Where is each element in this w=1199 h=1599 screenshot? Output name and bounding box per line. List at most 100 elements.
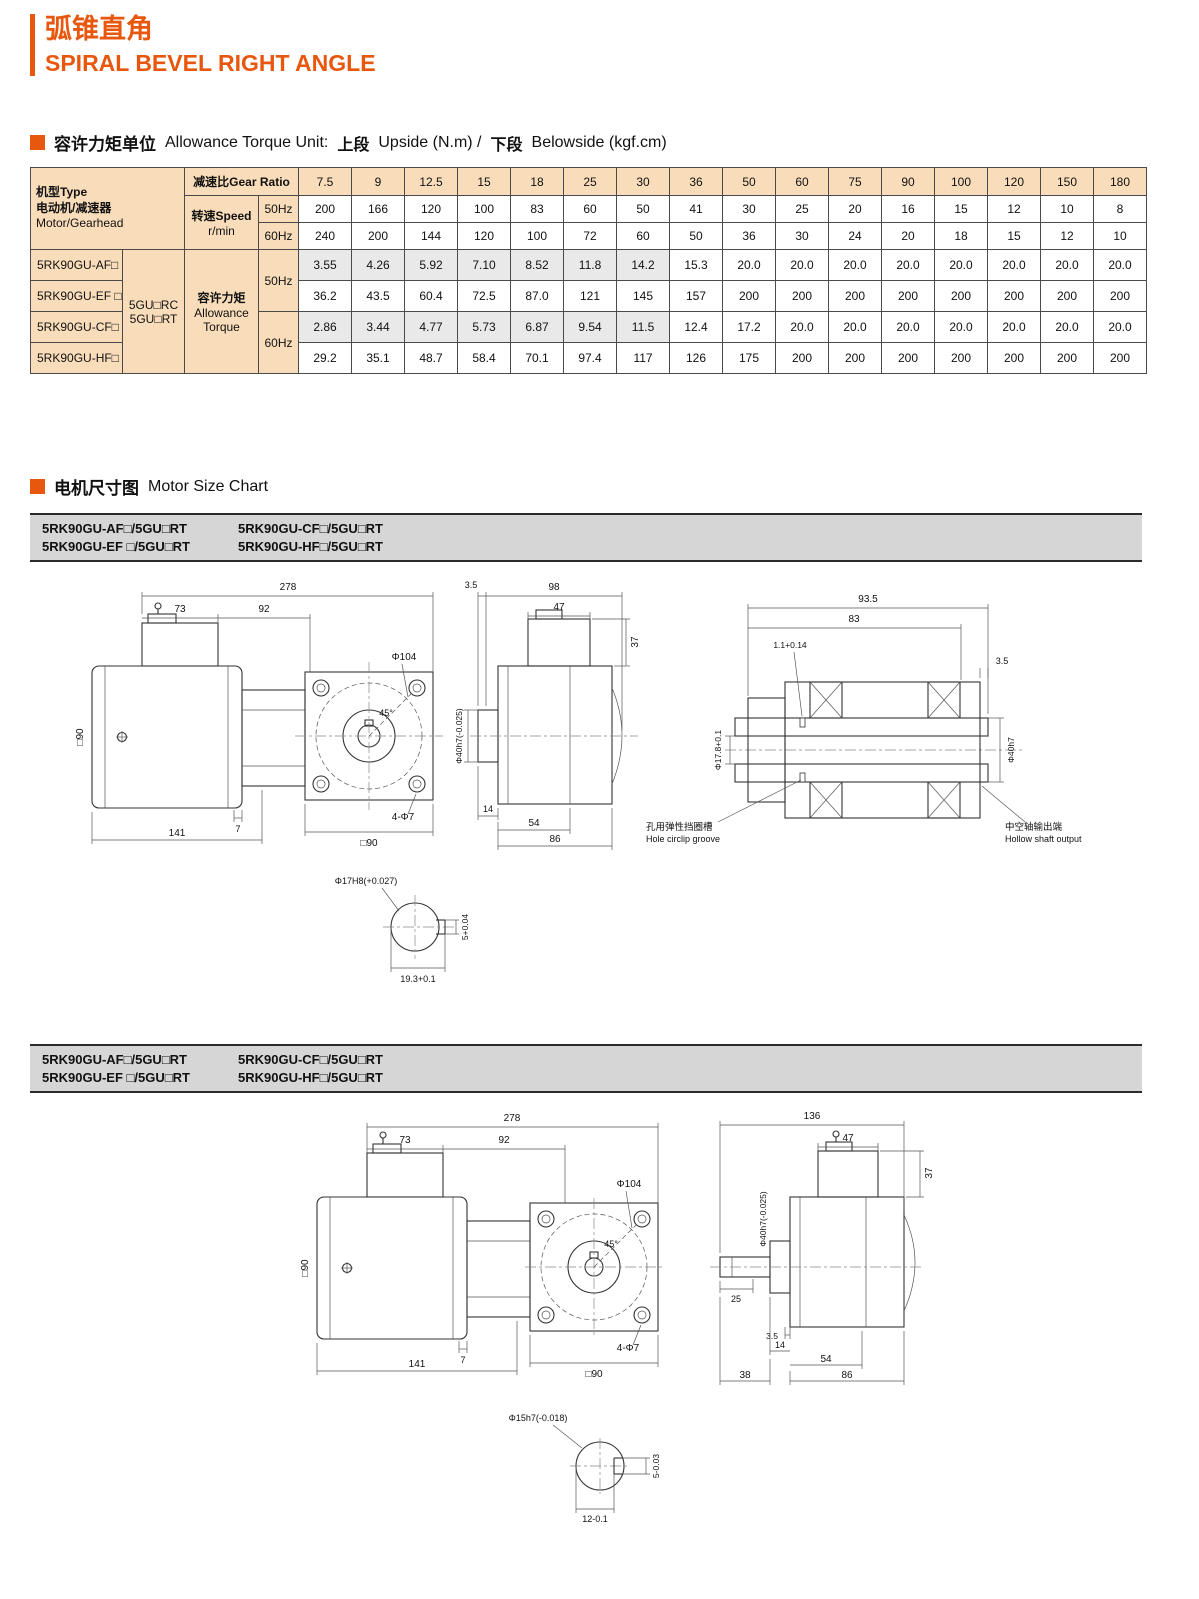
- bore-keyway-detail: Φ17H8(+0.027) 5+0.04 19.3+0.1: [335, 876, 470, 984]
- note-hollow-output-cn: 中空轴输出端: [1005, 821, 1063, 833]
- value-cell: 16: [881, 195, 936, 223]
- value-cell: 10: [1093, 222, 1148, 250]
- section-bullet-icon: [30, 479, 45, 494]
- page-title-block: 弧锥直角 SPIRAL BEVEL RIGHT ANGLE: [30, 14, 1199, 76]
- value-cell: 3.55: [298, 249, 353, 281]
- model-cell: 5RK90GU-AF□: [30, 249, 123, 281]
- dim-14: 14: [483, 804, 493, 814]
- value-cell: 17.2: [722, 311, 777, 343]
- value-cell: 120: [987, 167, 1042, 196]
- model-variant: 5RK90GU-HF□/5GU□RT: [238, 539, 383, 554]
- dim-phi17h8: Φ17H8(+0.027): [335, 876, 397, 886]
- dim-keyway-5: 5+0.04: [460, 914, 470, 941]
- value-cell: 50: [616, 195, 671, 223]
- dim-sq90-bottom: □90: [360, 838, 378, 849]
- dim-54: 54: [820, 1354, 832, 1365]
- model-variant: 5RK90GU-HF□/5GU□RT: [238, 1070, 383, 1085]
- value-cell: 48.7: [404, 342, 459, 374]
- value-cell: 200: [987, 280, 1042, 312]
- value-cell: 20.0: [1093, 249, 1148, 281]
- value-cell: 60: [616, 222, 671, 250]
- value-cell: 30: [775, 222, 830, 250]
- model-variant: 5RK90GU-EF □/5GU□RT: [42, 539, 190, 554]
- value-cell: 20.0: [934, 249, 989, 281]
- dim-phi104: Φ104: [392, 652, 417, 663]
- value-cell: 20: [828, 195, 883, 223]
- hollow-shaft-section-view: 93.5 83 1.1+0.14 3.5 Φ17.8+0.1 Φ40h7 孔用弹…: [646, 594, 1082, 844]
- dim-bore-phi17-8: Φ17.8+0.1: [713, 730, 723, 770]
- dim-73: 73: [174, 604, 186, 615]
- value-cell: 121: [563, 280, 618, 312]
- model-variants-bar-1: 5RK90GU-AF□/5GU□RT 5RK90GU-CF□/5GU□RT 5R…: [30, 513, 1142, 562]
- dim-7: 7: [460, 1355, 465, 1365]
- value-cell: 15.3: [669, 249, 724, 281]
- dim-keyway-5: 5-0.03: [651, 1454, 661, 1478]
- value-cell: 200: [828, 280, 883, 312]
- value-cell: 157: [669, 280, 724, 312]
- value-cell: 200: [1040, 342, 1095, 374]
- value-cell: 20.0: [775, 249, 830, 281]
- value-cell: 41: [669, 195, 724, 223]
- dim-86: 86: [549, 834, 561, 845]
- value-cell: 200: [775, 342, 830, 374]
- gearhead-cell: 5GU□RC 5GU□RT: [121, 249, 186, 374]
- torque-section-heading: 容许力矩单位 Allowance Torque Unit: 上段 Upside …: [30, 130, 1199, 155]
- motor-drawing-set-1: 278 73 92 Φ104 □90 45° 7 141 4-Φ7 □90: [75, 580, 1082, 984]
- side-view-solid: 136 47 37 Φ40h7(-0.025) 25 3.5 14 54: [710, 1111, 935, 1385]
- dim-45deg: 45°: [379, 708, 393, 718]
- value-cell: 15: [987, 222, 1042, 250]
- speed-label-cn: 转速Speed: [191, 209, 252, 223]
- value-cell: 20.0: [1040, 311, 1095, 343]
- value-cell: 20.0: [1040, 249, 1095, 281]
- value-cell: 36: [722, 222, 777, 250]
- value-cell: 120: [457, 222, 512, 250]
- value-cell: 7.5: [298, 167, 353, 196]
- value-cell: 35.1: [351, 342, 406, 374]
- value-cell: 36: [669, 167, 724, 196]
- motor-drawing-set-2: 278 73 92 Φ104 □90 45° 7 141 4-Φ7 □90: [300, 1111, 935, 1524]
- model-variant: 5RK90GU-EF □/5GU□RT: [42, 1070, 190, 1085]
- motor-gearhead-cn: 电动机/减速器: [36, 200, 112, 215]
- hz60-cell: 60Hz: [258, 311, 300, 374]
- page-title-cn: 弧锥直角: [45, 14, 153, 44]
- dim-14: 14: [775, 1340, 785, 1350]
- dim-47: 47: [842, 1133, 854, 1144]
- value-cell: 60.4: [404, 280, 459, 312]
- value-cell: 12: [1040, 222, 1095, 250]
- shaft-keyway-detail: Φ15h7(-0.018) 5-0.03 12-0.1: [509, 1413, 661, 1524]
- value-cell: 200: [1040, 280, 1095, 312]
- value-cell: 4.77: [404, 311, 459, 343]
- value-cell: 58.4: [457, 342, 512, 374]
- dim-92: 92: [258, 604, 270, 615]
- dim-45deg: 45°: [604, 1239, 618, 1249]
- section-bullet-icon: [30, 135, 45, 150]
- table-row-ratios: 机型Type 电动机/减速器 Motor/Gearhead 减速比Gear Ra…: [29, 167, 1148, 250]
- dim-37: 37: [630, 636, 641, 648]
- size-heading-en: Motor Size Chart: [148, 477, 269, 495]
- value-cell: 20.0: [828, 311, 883, 343]
- size-section-heading: 电机尺寸图 Motor Size Chart: [30, 474, 1199, 499]
- value-cell: 12.4: [669, 311, 724, 343]
- value-cell: 200: [1093, 280, 1148, 312]
- value-cell: 97.4: [563, 342, 618, 374]
- value-cell: 30: [722, 195, 777, 223]
- value-cell: 200: [881, 342, 936, 374]
- value-cell: 5.92: [404, 249, 459, 281]
- value-cell: 15: [934, 195, 989, 223]
- dim-shaft-phi40: Φ40h7: [1006, 737, 1016, 763]
- value-cell: 87.0: [510, 280, 565, 312]
- value-cell: 100: [457, 195, 512, 223]
- value-cell: 36.2: [298, 280, 353, 312]
- value-cell: 11.8: [563, 249, 618, 281]
- value-cell: 25: [563, 167, 618, 196]
- value-cell: 200: [881, 280, 936, 312]
- dim-phi104: Φ104: [617, 1179, 642, 1190]
- model-cell: 5RK90GU-CF□: [30, 311, 123, 343]
- value-cell: 75: [828, 167, 883, 196]
- allowance-en1: Allowance: [194, 306, 249, 320]
- speed-label-cell: 转速Speed r/min: [184, 195, 260, 250]
